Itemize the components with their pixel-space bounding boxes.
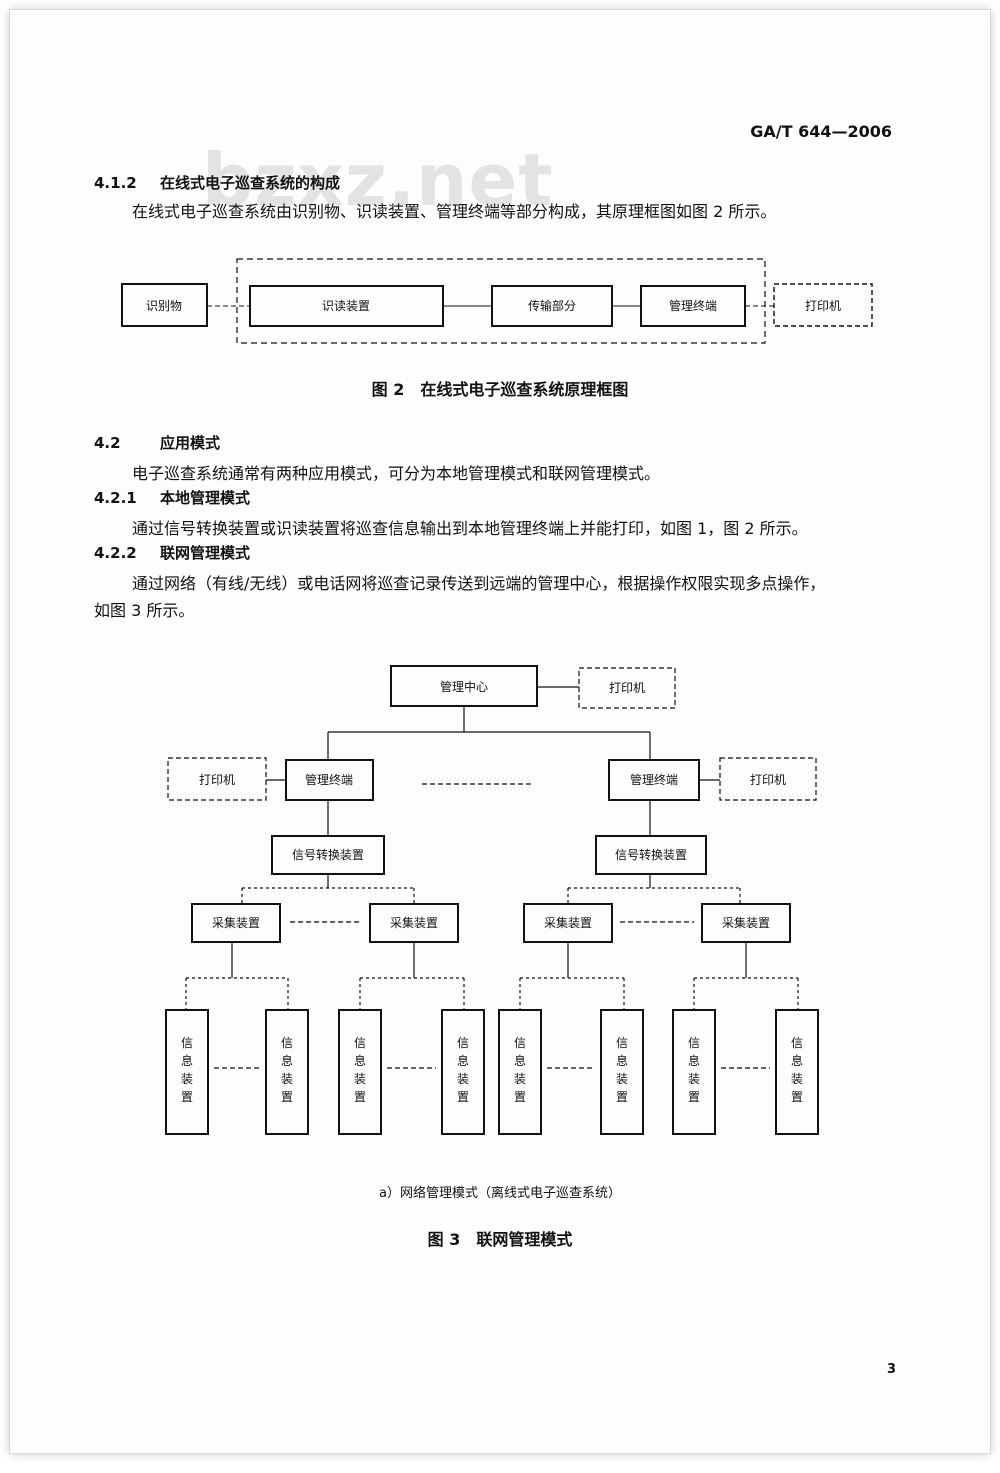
- figure-3-caption: 图 3 联网管理模式: [427, 1230, 573, 1249]
- section-title: 应用模式: [160, 434, 221, 452]
- fig3-info-7-char-2: 息: [688, 1053, 700, 1068]
- fig3-label-converter-left: 信号转换装置: [292, 847, 364, 862]
- figure-2-caption: 图 2 在线式电子巡查系统原理框图: [371, 380, 629, 399]
- section-title: 联网管理模式: [160, 544, 251, 562]
- fig3-box-info-7: [672, 1009, 716, 1135]
- fig3-info-3-char-2: 息: [354, 1053, 366, 1068]
- fig3-info-2-char-4: 置: [281, 1090, 293, 1104]
- fig3-info-6-char-4: 置: [616, 1090, 628, 1104]
- fig2-label-printer: 打印机: [805, 299, 841, 313]
- figure-2-diagram: 识别物 识读装置 传输部分 管理终端 打印机: [121, 258, 873, 344]
- fig3-info-1-char-4: 置: [181, 1090, 193, 1104]
- fig3-label-printer-left: 打印机: [199, 773, 235, 787]
- fig3-label-center: 管理中心: [440, 679, 488, 694]
- fig3-box-info-6: [600, 1009, 644, 1135]
- fig3-box-info-8: [775, 1009, 819, 1135]
- fig3-box-info-4: [441, 1009, 485, 1135]
- fig2-box-id-object: [121, 283, 208, 327]
- fig3-box-printer-top: [578, 667, 676, 709]
- fig3-box-converter-right: [595, 835, 707, 875]
- fig3-info-5-char-4: 置: [514, 1090, 526, 1104]
- fig3-info-1-char-1: 信: [181, 1036, 193, 1050]
- figure-3-diagram: 管理中心 打印机 打印机 管理终端 管理终端 打印机 信号转换装置 信号转换装置…: [165, 665, 819, 1135]
- fig3-info-5-char-3: 装: [514, 1072, 526, 1086]
- fig3-label-printer-top: 打印机: [609, 681, 645, 695]
- section-title: 在线式电子巡查系统的构成: [160, 174, 341, 192]
- fig3-box-printer-left: [167, 757, 267, 801]
- fig3-info-8-char-3: 装: [791, 1072, 803, 1086]
- fig3-info-6-char-3: 装: [616, 1072, 628, 1086]
- figure-3-subcaption: a）网络管理模式（离线式电子巡查系统）: [379, 1186, 621, 1201]
- fig3-info-7-char-3: 装: [688, 1072, 700, 1086]
- fig3-label-terminal-left: 管理终端: [305, 772, 353, 787]
- fig3-info-1-char-2: 息: [181, 1053, 193, 1068]
- section-number: 4.2.2: [94, 544, 137, 562]
- online-system-dashed-frame: [236, 258, 766, 344]
- fig3-info-6-char-2: 息: [616, 1053, 628, 1068]
- fig3-info-3-char-1: 信: [354, 1036, 366, 1050]
- fig3-box-info-3: [338, 1009, 382, 1135]
- section-4-2-2-paragraph-line-1: 通过网络（有线/无线）或电话网将巡查记录传送到远端的管理中心，根据操作权限实现多…: [132, 574, 826, 593]
- section-4-1-2-paragraph: 在线式电子巡查系统由识别物、识读装置、管理终端等部分构成，其原理框图如图 2 所…: [132, 202, 777, 221]
- fig3-label-collector-1: 采集装置: [212, 915, 260, 930]
- fig3-label-collector-3: 采集装置: [544, 915, 592, 930]
- fig3-info-2-char-3: 装: [281, 1072, 293, 1086]
- watermark: bzxz.net: [202, 138, 554, 222]
- fig3-info-7-char-1: 信: [688, 1036, 700, 1050]
- fig3-label-collector-4: 采集装置: [722, 915, 770, 930]
- fig3-info-8-char-2: 息: [791, 1053, 803, 1068]
- fig3-info-4-char-4: 置: [457, 1090, 469, 1104]
- fig3-info-8-char-1: 信: [791, 1036, 803, 1050]
- fig2-label-reader: 识读装置: [322, 299, 370, 313]
- fig3-info-2-char-2: 息: [281, 1053, 293, 1068]
- fig2-label-terminal: 管理终端: [669, 298, 717, 313]
- fig3-info-5-char-1: 信: [514, 1036, 526, 1050]
- document-page: GA/T 644—2006 bzxz.net 4.1.2 在线式电子巡查系统的构成…: [10, 10, 990, 1453]
- section-4-2-1-heading: 4.2.1 本地管理模式: [94, 487, 250, 508]
- fig3-info-4-char-1: 信: [457, 1036, 469, 1050]
- fig3-info-4-char-3: 装: [457, 1072, 469, 1086]
- page-number: 3: [886, 1362, 896, 1377]
- fig3-info-3-char-3: 装: [354, 1072, 366, 1086]
- fig3-label-printer-right: 打印机: [750, 773, 786, 787]
- fig3-info-5-char-2: 息: [514, 1053, 526, 1068]
- fig3-label-collector-2: 采集装置: [390, 915, 438, 930]
- section-4-2-heading: 4.2 应用模式: [94, 432, 220, 453]
- fig3-info-2-char-1: 信: [281, 1036, 293, 1050]
- section-title: 本地管理模式: [160, 489, 251, 507]
- fig3-box-info-2: [265, 1009, 309, 1135]
- section-4-2-1-paragraph: 通过信号转换装置或识读装置将巡查信息输出到本地管理终端上并能打印，如图 1，图 …: [132, 519, 808, 538]
- section-number: 4.1.2: [94, 174, 137, 192]
- fig3-box-info-1: [165, 1009, 209, 1135]
- fig3-info-6-char-1: 信: [616, 1036, 628, 1050]
- fig2-label-transfer: 传输部分: [528, 298, 576, 313]
- fig3-label-terminal-right: 管理终端: [630, 772, 678, 787]
- section-number: 4.2.1: [94, 489, 137, 507]
- fig3-info-8-char-4: 置: [791, 1090, 803, 1104]
- standard-number: GA/T 644—2006: [750, 122, 892, 141]
- section-4-1-2-heading: 4.1.2 在线式电子巡查系统的构成: [94, 172, 340, 193]
- fig3-label-converter-right: 信号转换装置: [615, 847, 687, 862]
- section-4-2-paragraph: 电子巡查系统通常有两种应用模式，可分为本地管理模式和联网管理模式。: [132, 464, 661, 483]
- fig2-label-id-object: 识别物: [146, 299, 182, 313]
- fig3-box-info-5: [498, 1009, 542, 1135]
- section-4-2-2-paragraph-line-2: 如图 3 所示。: [94, 601, 195, 620]
- fig3-info-1-char-3: 装: [181, 1072, 193, 1086]
- section-number: 4.2: [94, 434, 121, 452]
- fig3-info-7-char-4: 置: [688, 1090, 700, 1104]
- fig2-box-printer: [773, 283, 873, 327]
- section-4-2-2-heading: 4.2.2 联网管理模式: [94, 542, 250, 563]
- fig3-box-printer-right: [719, 757, 817, 801]
- fig3-info-4-char-2: 息: [457, 1053, 469, 1068]
- fig3-info-3-char-4: 置: [354, 1090, 366, 1104]
- fig3-box-collector-1: [191, 903, 281, 943]
